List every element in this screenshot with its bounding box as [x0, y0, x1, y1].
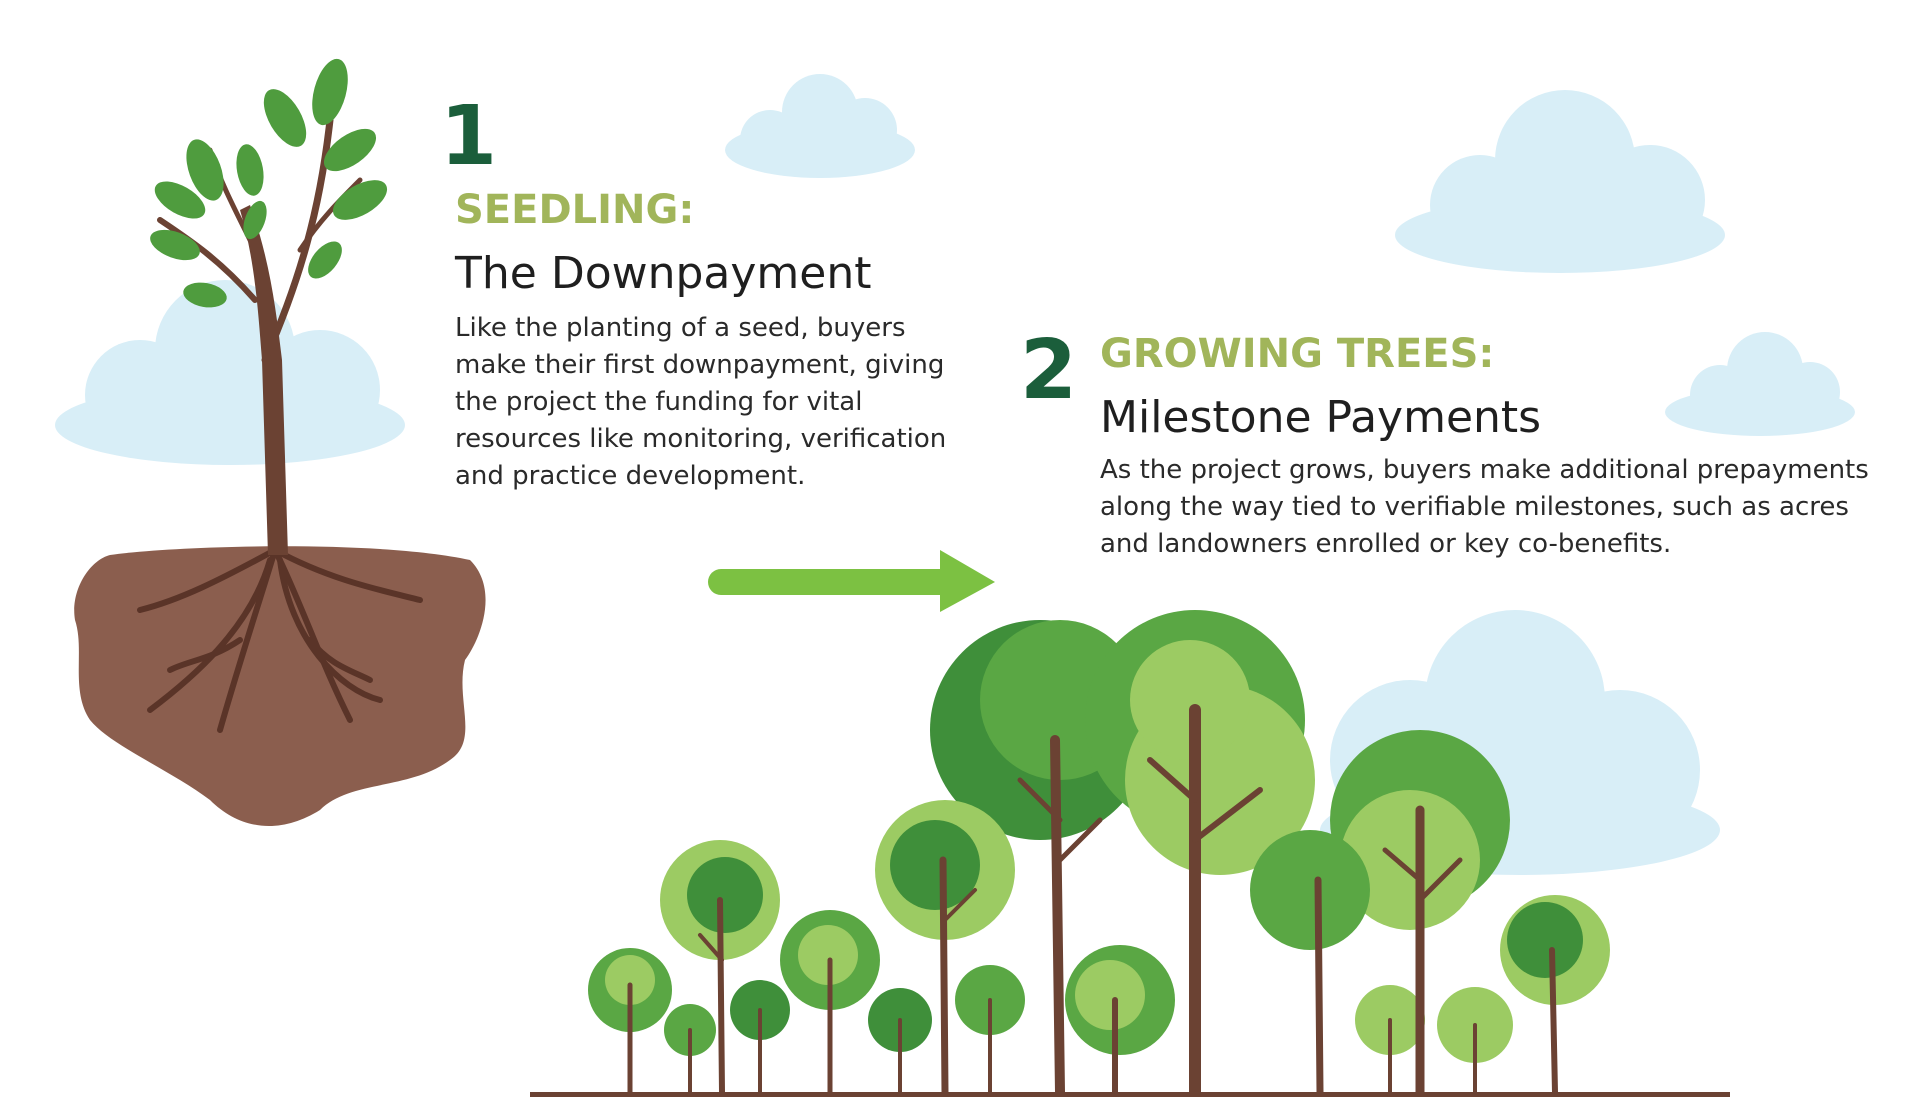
step-1-subtitle: The Downpayment — [455, 248, 872, 299]
sapling — [150, 58, 388, 555]
forest — [588, 610, 1610, 1097]
arrow-right — [708, 550, 995, 612]
step-2-heading: GROWING TREES: — [1100, 331, 1495, 377]
cloud-left — [55, 280, 405, 465]
cloud-top-center — [725, 74, 915, 178]
roots — [137, 547, 423, 733]
step-1-heading: SEEDLING: — [455, 187, 695, 233]
step-2-number: 2 — [1020, 323, 1078, 418]
ground-line — [530, 1092, 1730, 1097]
cloud-top-right — [1395, 90, 1725, 273]
step-1-description: Like the planting of a seed, buyers make… — [455, 313, 947, 491]
soil-mound — [74, 546, 486, 827]
step-2-description: As the project grows, buyers make additi… — [1100, 455, 1869, 559]
step-2-subtitle: Milestone Payments — [1100, 392, 1542, 443]
step-1-number: 1 — [440, 89, 498, 184]
cloud-right-small — [1665, 332, 1855, 436]
